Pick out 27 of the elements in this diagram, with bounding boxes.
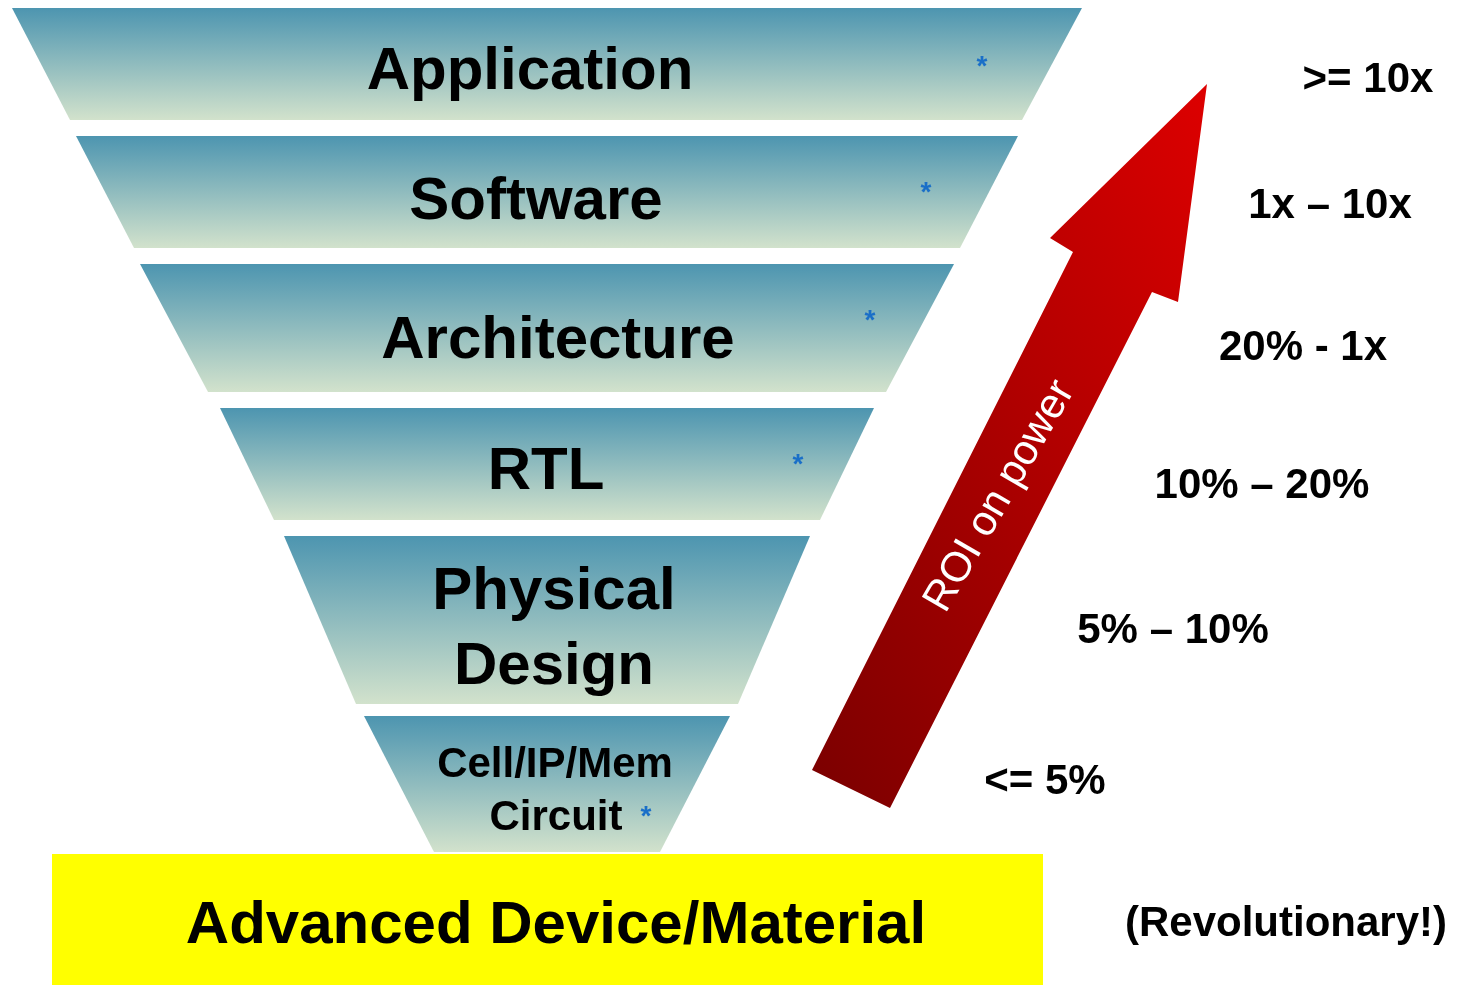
layer-label: Advanced Device/Material bbox=[185, 887, 927, 957]
pyramid-layer bbox=[140, 264, 954, 392]
layer-label: Circuit bbox=[489, 792, 623, 840]
layer-label: Physical Design bbox=[431, 554, 677, 699]
value-label: 10% – 20% bbox=[1154, 460, 1370, 508]
pyramid-layer bbox=[284, 536, 810, 704]
pyramid-layer bbox=[364, 716, 730, 852]
value-label: (Revolutionary!) bbox=[1125, 898, 1447, 946]
asterisk: * bbox=[864, 304, 876, 336]
value-label: >= 10x bbox=[1302, 54, 1434, 102]
asterisk: * bbox=[976, 50, 988, 82]
layer-label: Architecture bbox=[381, 302, 735, 372]
layer-label: Cell/IP/Mem bbox=[437, 739, 673, 787]
asterisk: * bbox=[792, 448, 804, 480]
layer-label: Application bbox=[366, 33, 694, 103]
asterisk: * bbox=[920, 176, 932, 208]
pyramid-layer bbox=[220, 408, 874, 520]
value-label: 5% – 10% bbox=[1077, 605, 1269, 653]
asterisk: * bbox=[640, 800, 652, 832]
pyramid-layer bbox=[12, 8, 1082, 120]
layer-label: Software bbox=[409, 163, 663, 233]
pyramid-layer bbox=[76, 136, 1018, 248]
base-bar bbox=[52, 854, 1043, 985]
layer-label: RTL bbox=[487, 433, 605, 503]
value-label: 1x – 10x bbox=[1248, 180, 1412, 228]
value-label: 20% - 1x bbox=[1218, 322, 1388, 370]
value-label: <= 5% bbox=[984, 756, 1106, 804]
